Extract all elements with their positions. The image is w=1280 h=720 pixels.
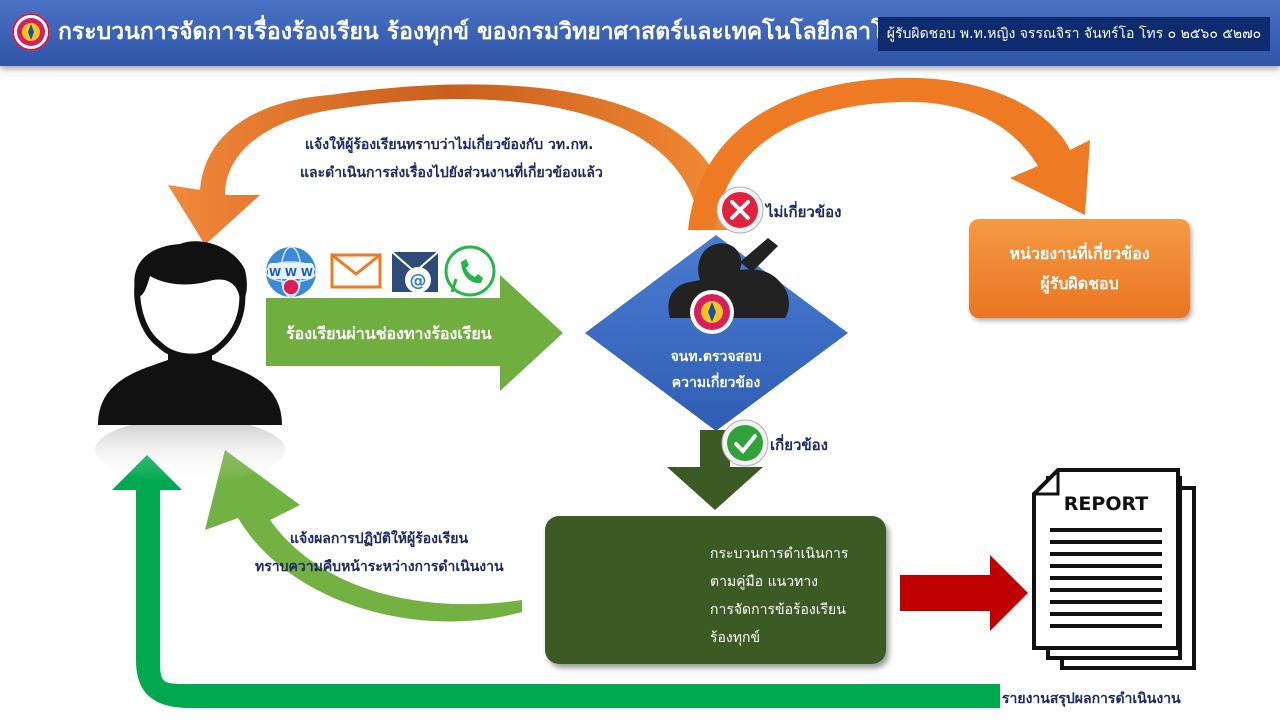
- orange-arc-to-unit: [688, 77, 1090, 230]
- www-text: W W W: [269, 266, 313, 279]
- officer-silhouette-icon: [668, 238, 789, 334]
- notify-unrelated-line1: แจ้งให้ผู้ร้องเรียนทราบว่าไม่เกี่ยวข้องก…: [305, 137, 594, 153]
- report-document-icon: REPORT: [1032, 468, 1196, 670]
- contact-box: ผู้รับผิดชอบ พ.ท.หญิง จรรณจิรา จันทร์โอ …: [878, 17, 1270, 51]
- header-bar: กระบวนการจัดการเรื่องร้องเรียน ร้องทุกข์…: [0, 0, 1280, 66]
- officer-line2: ความเกี่ยวข้อง: [671, 375, 761, 391]
- process-box: [545, 516, 886, 664]
- emblem-logo: [12, 13, 50, 51]
- not-related-label: ไม่เกี่ยวข้อง: [766, 203, 842, 221]
- officer-line1: จนท.ตรวจสอบ: [670, 349, 762, 365]
- notify-unrelated-line2: และดำเนินการส่งเรื่องไปยังส่วนงานที่เกี่…: [300, 165, 603, 181]
- responsible-unit-box: หน่วยงานที่เกี่ยวข้อง ผู้รับผิดชอบ: [969, 219, 1190, 318]
- report-arrow: [900, 555, 1028, 631]
- responsible-unit-line2: ผู้รับผิดชอบ: [1040, 273, 1119, 293]
- report-word: REPORT: [1064, 493, 1148, 515]
- summary-report-label: รายงานสรุปผลการดำเนินงาน: [1002, 691, 1181, 707]
- at-symbol-text: @: [410, 271, 427, 291]
- channel-arrow: [266, 275, 563, 391]
- related-label: เกี่ยวข้อง: [770, 436, 829, 454]
- whatsapp-icon: [444, 245, 496, 297]
- page-title: กระบวนการจัดการเรื่องร้องเรียน ร้องทุกข์…: [58, 19, 914, 45]
- related-check-icon: [721, 419, 769, 467]
- process-text: กระบวนการดำเนินการ ตามคู่มือ แนวทาง การจ…: [710, 540, 848, 652]
- email-icon: [330, 253, 382, 289]
- notify-progress-line1: แจ้งผลการปฏิบัติให้ผู้ร้องเรียน: [290, 531, 469, 547]
- channel-label: ร้องเรียนผ่านช่องทางร้องเรียน: [286, 324, 492, 343]
- process-line2: ตามคู่มือ แนวทาง: [710, 574, 819, 590]
- not-related-x-icon: [716, 186, 764, 234]
- related-down-arrow: [667, 430, 763, 510]
- at-mail-icon: @: [391, 251, 439, 293]
- process-line3: การจัดการข้อร้องเรียน: [710, 602, 846, 618]
- notify-progress-line2: ทราบความคืบหน้าระหว่างการดำเนินงาน: [255, 559, 504, 575]
- process-line4: ร้องทุกข์: [710, 630, 761, 646]
- www-icon: W W W: [265, 246, 317, 298]
- responsible-unit-line1: หน่วยงานที่เกี่ยวข้อง: [1009, 243, 1150, 263]
- complainant-person-icon: [95, 241, 285, 482]
- process-line1: กระบวนการดำเนินการ: [710, 546, 849, 562]
